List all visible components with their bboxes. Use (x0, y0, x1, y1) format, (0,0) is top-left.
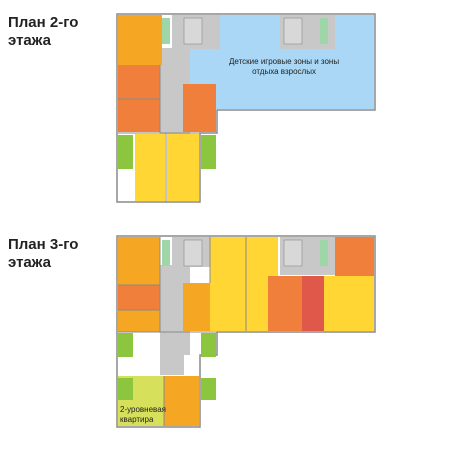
apt-3-9 (324, 276, 374, 331)
apt-2-6 (167, 134, 199, 201)
apt-3-3 (118, 310, 160, 332)
apt-3-1 (118, 237, 160, 285)
apt-2-3 (118, 99, 160, 132)
stairs-3-left (183, 239, 203, 267)
floor-2-title: План 2-го этажа (8, 14, 79, 49)
apt-3-11 (164, 376, 199, 426)
floor-3-zone-label: 2-уровневая квартира (120, 405, 166, 424)
apt-2-4 (183, 84, 216, 132)
apt-3-8 (302, 276, 324, 331)
elevator-3-right (320, 240, 328, 266)
balcony-3-low-left (118, 378, 133, 400)
balcony-3-left (118, 333, 133, 357)
stairs-left (183, 17, 203, 45)
floor-3-plan (116, 235, 376, 428)
floor-2-zone-label: Детские игровые зоны и зоны отдыха взрос… (229, 57, 340, 76)
balcony-2-right (201, 135, 216, 169)
corridor-lower (160, 106, 183, 134)
stairs-3-right (283, 239, 303, 267)
kids-play-zone-right (335, 15, 374, 49)
stairs-right (283, 17, 303, 45)
balcony-3-right (201, 333, 216, 357)
apt-2-2 (118, 65, 160, 99)
corridor-3-lower (160, 355, 184, 375)
kids-play-zone (190, 48, 374, 109)
kids-play-zone-upper (220, 15, 280, 49)
elevator-left (162, 18, 170, 44)
apt-2-1 (118, 15, 162, 65)
apt-3-10 (335, 237, 374, 276)
floor-2-plan (116, 13, 376, 203)
floor-3-title: План 3-го этажа (8, 236, 79, 271)
elevator-right (320, 18, 328, 44)
apt-3-7 (268, 276, 302, 331)
balcony-3-low-right (201, 378, 216, 400)
elevator-3-left (162, 240, 170, 266)
apt-3-2 (118, 285, 160, 310)
apt-3-5 (210, 237, 246, 331)
balcony-2-left (118, 135, 133, 169)
apt-2-5 (135, 134, 165, 201)
